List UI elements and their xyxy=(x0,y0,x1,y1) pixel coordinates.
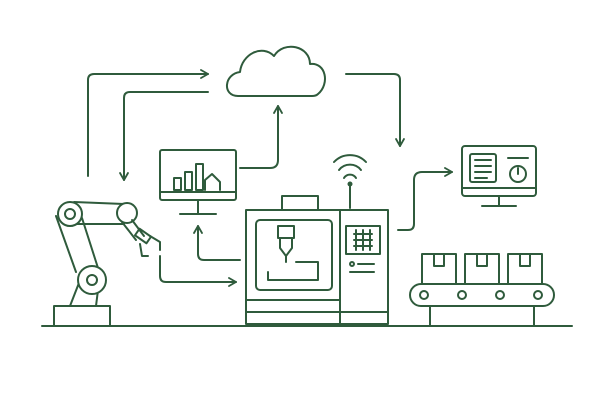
robot-arm-icon xyxy=(53,201,161,327)
analytics-monitor-icon xyxy=(159,149,237,215)
package-box-icon xyxy=(507,253,543,285)
arrow-cloud-to-monitor xyxy=(119,91,209,181)
arrow-machine-to-dashboard xyxy=(397,167,453,231)
arrow-machine-to-analytics xyxy=(193,225,241,261)
arrow-cloud-to-dashboard xyxy=(345,73,405,147)
cnc-machine-icon xyxy=(245,195,389,325)
arrow-robot-to-cloud xyxy=(87,69,209,177)
arrow-robot-to-machine xyxy=(159,255,237,287)
package-box-icon xyxy=(464,253,500,285)
package-box-icon xyxy=(421,253,457,285)
dashboard-monitor-icon xyxy=(461,145,537,207)
wifi-signal-icon xyxy=(333,154,367,209)
conveyor-belt-icon xyxy=(409,283,555,327)
arrow-analytics-to-cloud xyxy=(239,105,283,169)
cloud-icon xyxy=(226,45,326,97)
